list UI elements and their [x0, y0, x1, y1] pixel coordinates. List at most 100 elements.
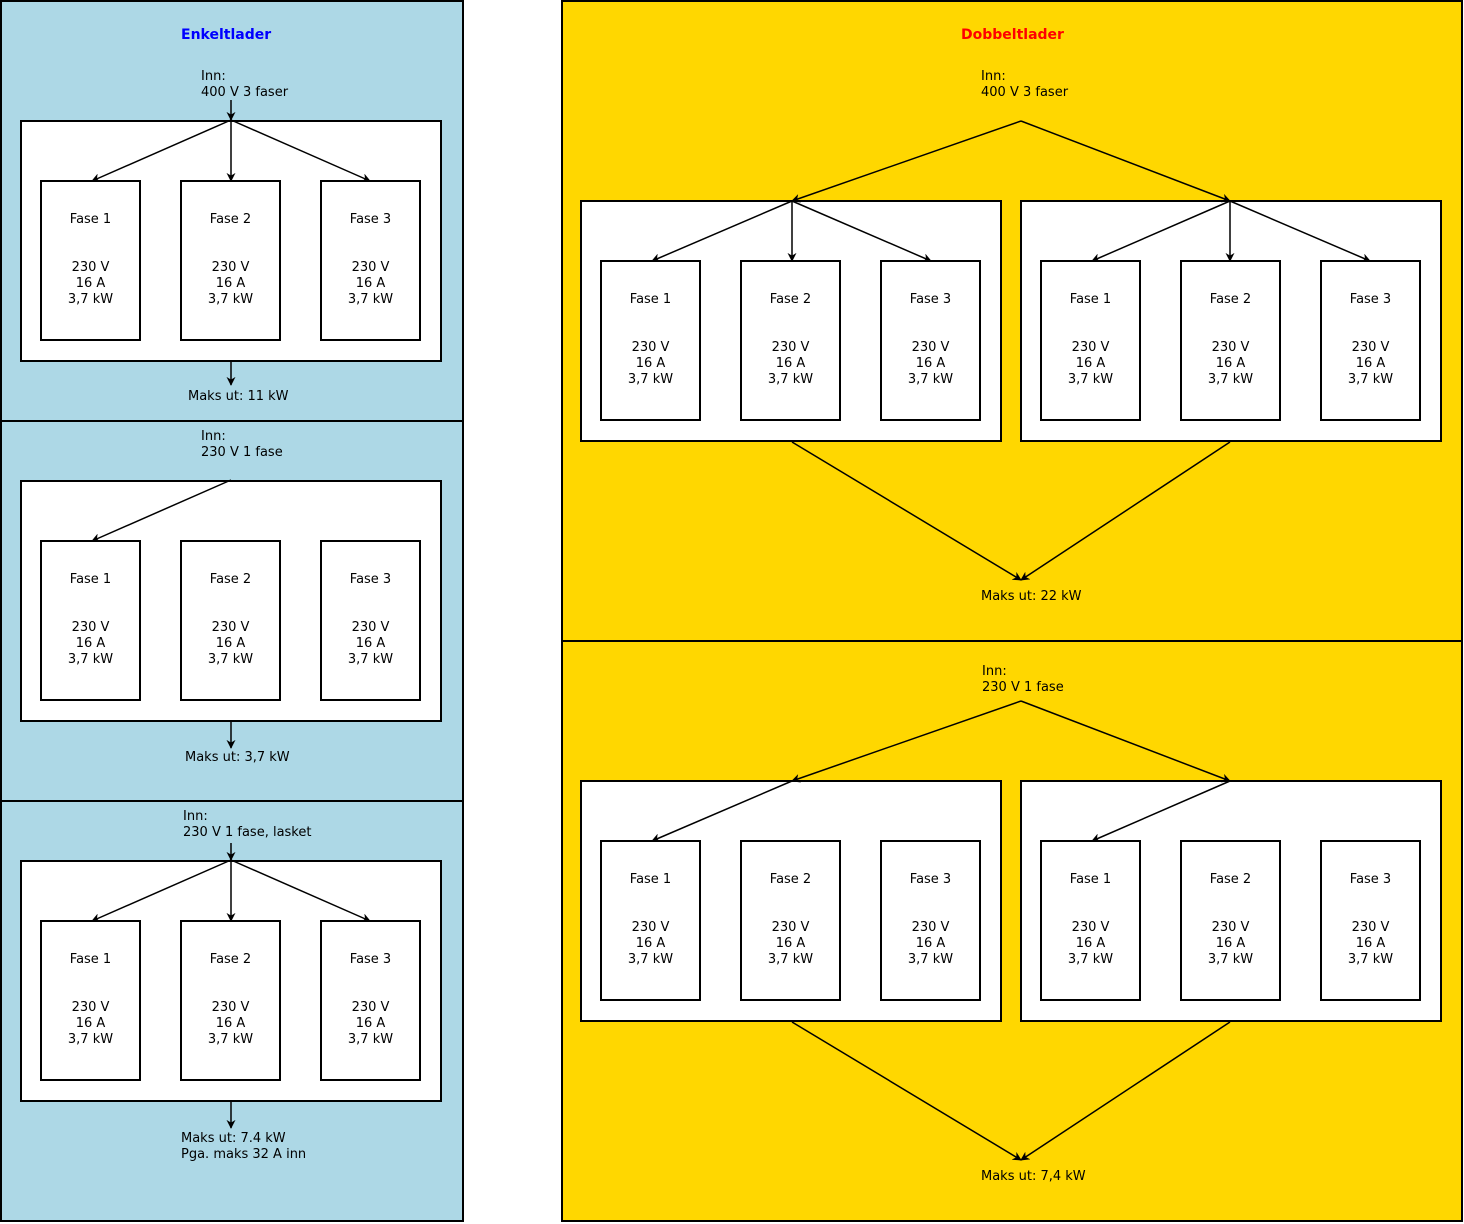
phase-values: 230 V 16 A 3,7 kW — [182, 260, 279, 308]
phase-power: 3,7 kW — [627, 372, 674, 387]
phase-name: Fase 3 — [1349, 872, 1392, 887]
phase-name: Fase 1 — [69, 952, 112, 967]
output-note: Pga. maks 32 A inn — [181, 1147, 307, 1162]
phase-voltage: 230 V — [1071, 340, 1110, 355]
phase-values: 230 V 16 A 3,7 kW — [42, 620, 139, 668]
input-label: Inn: — [201, 429, 226, 444]
phase-voltage: 230 V — [351, 1000, 390, 1015]
phase-name: Fase 2 — [209, 572, 252, 587]
phase-box-3: Fase 3 230 V 16 A 3,7 kW — [1320, 260, 1421, 421]
phase-current: 16 A — [355, 1016, 386, 1031]
phase-voltage: 230 V — [71, 1000, 110, 1015]
single-s2-input-label: Inn: 230 V 1 fase — [201, 429, 283, 461]
phase-box-1: Fase 1 230 V 16 A 3,7 kW — [40, 540, 141, 701]
phase-values: 230 V 16 A 3,7 kW — [182, 1000, 279, 1048]
phase-name: Fase 3 — [909, 292, 952, 307]
phase-name: Fase 3 — [909, 872, 952, 887]
phase-voltage: 230 V — [71, 620, 110, 635]
double-s1-input-label: Inn: 400 V 3 faser — [981, 69, 1068, 101]
phase-voltage: 230 V — [351, 620, 390, 635]
phase-values: 230 V 16 A 3,7 kW — [182, 620, 279, 668]
single-s1-output-label: Maks ut: 11 kW — [188, 389, 289, 404]
phase-voltage: 230 V — [211, 1000, 250, 1015]
phase-box-1: Fase 1 230 V 16 A 3,7 kW — [40, 920, 141, 1081]
double-s2-input-label: Inn: 230 V 1 fase — [982, 664, 1064, 696]
phase-current: 16 A — [1075, 356, 1106, 371]
phase-box-2: Fase 2 230 V 16 A 3,7 kW — [180, 920, 281, 1081]
phase-current: 16 A — [1215, 356, 1246, 371]
phase-values: 230 V 16 A 3,7 kW — [602, 340, 699, 388]
phase-box-3: Fase 3 230 V 16 A 3,7 kW — [880, 260, 981, 421]
single-s3-output-label: Maks ut: 7.4 kW Pga. maks 32 A inn — [181, 1131, 306, 1163]
input-label: Inn: — [183, 809, 208, 824]
phase-current: 16 A — [355, 276, 386, 291]
phase-voltage: 230 V — [211, 620, 250, 635]
phase-current: 16 A — [1355, 936, 1386, 951]
double-charger-panel — [561, 0, 1463, 1222]
phase-box-2: Fase 2 230 V 16 A 3,7 kW — [180, 180, 281, 341]
phase-current: 16 A — [215, 1016, 246, 1031]
phase-power: 3,7 kW — [907, 952, 954, 967]
phase-values: 230 V 16 A 3,7 kW — [42, 1000, 139, 1048]
phase-power: 3,7 kW — [1207, 952, 1254, 967]
phase-power: 3,7 kW — [207, 292, 254, 307]
double-divider — [561, 640, 1463, 642]
phase-box-3: Fase 3 230 V 16 A 3,7 kW — [880, 840, 981, 1001]
phase-current: 16 A — [1075, 936, 1106, 951]
phase-name: Fase 2 — [769, 292, 812, 307]
input-value: 400 V 3 faser — [981, 85, 1069, 100]
single-s1-input-label: Inn: 400 V 3 faser — [201, 69, 288, 101]
phase-box-2: Fase 2 230 V 16 A 3,7 kW — [1180, 260, 1281, 421]
phase-values: 230 V 16 A 3,7 kW — [322, 620, 419, 668]
phase-values: 230 V 16 A 3,7 kW — [1042, 920, 1139, 968]
phase-name: Fase 1 — [69, 212, 112, 227]
single-s2-output-label: Maks ut: 3,7 kW — [185, 750, 290, 765]
phase-name: Fase 2 — [209, 952, 252, 967]
phase-power: 3,7 kW — [767, 952, 814, 967]
phase-box-3: Fase 3 230 V 16 A 3,7 kW — [1320, 840, 1421, 1001]
phase-voltage: 230 V — [1211, 340, 1250, 355]
phase-values: 230 V 16 A 3,7 kW — [602, 920, 699, 968]
phase-current: 16 A — [635, 936, 666, 951]
phase-voltage: 230 V — [631, 920, 670, 935]
input-value: 400 V 3 faser — [201, 85, 289, 100]
phase-voltage: 230 V — [1351, 340, 1390, 355]
phase-current: 16 A — [635, 356, 666, 371]
single-divider-1 — [0, 420, 464, 422]
phase-current: 16 A — [1215, 936, 1246, 951]
phase-values: 230 V 16 A 3,7 kW — [742, 340, 839, 388]
phase-values: 230 V 16 A 3,7 kW — [1042, 340, 1139, 388]
phase-current: 16 A — [75, 276, 106, 291]
phase-voltage: 230 V — [771, 920, 810, 935]
phase-values: 230 V 16 A 3,7 kW — [1322, 340, 1419, 388]
phase-box-3: Fase 3 230 V 16 A 3,7 kW — [320, 920, 421, 1081]
phase-power: 3,7 kW — [627, 952, 674, 967]
phase-power: 3,7 kW — [1207, 372, 1254, 387]
phase-power: 3,7 kW — [1347, 372, 1394, 387]
phase-power: 3,7 kW — [67, 292, 114, 307]
phase-voltage: 230 V — [1071, 920, 1110, 935]
input-label: Inn: — [201, 69, 226, 84]
single-divider-2 — [0, 800, 464, 802]
phase-name: Fase 1 — [1069, 292, 1112, 307]
phase-power: 3,7 kW — [907, 372, 954, 387]
phase-power: 3,7 kW — [67, 652, 114, 667]
phase-current: 16 A — [215, 636, 246, 651]
phase-values: 230 V 16 A 3,7 kW — [882, 920, 979, 968]
phase-name: Fase 3 — [349, 212, 392, 227]
phase-voltage: 230 V — [631, 340, 670, 355]
single-charger-title: Enkeltlader — [181, 27, 272, 43]
phase-voltage: 230 V — [1211, 920, 1250, 935]
phase-name: Fase 1 — [69, 572, 112, 587]
phase-current: 16 A — [355, 636, 386, 651]
phase-power: 3,7 kW — [1347, 952, 1394, 967]
phase-box-1: Fase 1 230 V 16 A 3,7 kW — [600, 260, 701, 421]
double-s1-output-label: Maks ut: 22 kW — [981, 589, 1082, 604]
phase-current: 16 A — [75, 636, 106, 651]
input-label: Inn: — [982, 664, 1007, 679]
phase-box-2: Fase 2 230 V 16 A 3,7 kW — [740, 260, 841, 421]
phase-values: 230 V 16 A 3,7 kW — [1322, 920, 1419, 968]
phase-voltage: 230 V — [911, 920, 950, 935]
phase-name: Fase 2 — [1209, 872, 1252, 887]
phase-power: 3,7 kW — [347, 652, 394, 667]
